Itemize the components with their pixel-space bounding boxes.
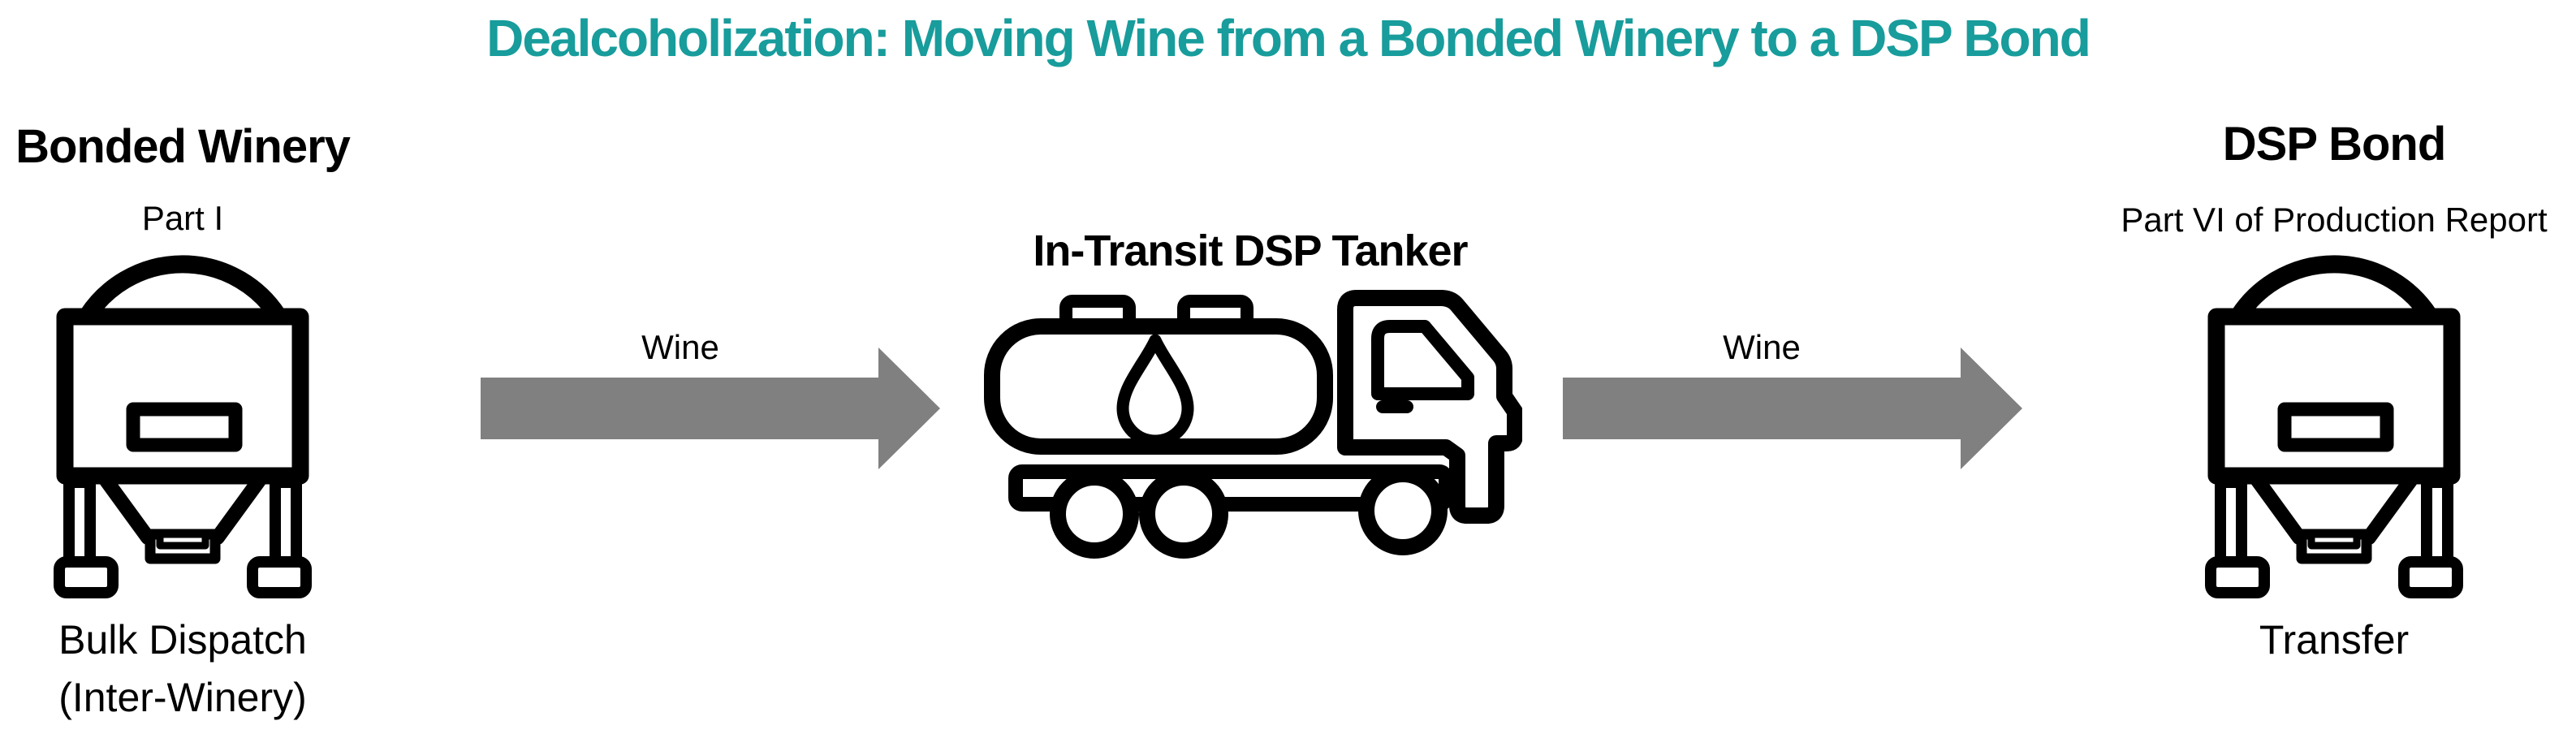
flow-2-label: Wine bbox=[1723, 328, 1801, 366]
dsp-bond-subheading: Part VI of Production Report bbox=[2121, 201, 2548, 239]
tanker-truck-icon bbox=[970, 288, 1522, 564]
flow-1-arrow-right-icon bbox=[481, 348, 940, 469]
slide-title: Dealcoholization: Moving Wine from a Bon… bbox=[486, 9, 2091, 67]
bonded-winery-subheading: Part I bbox=[141, 199, 224, 237]
flow-1-label: Wine bbox=[641, 328, 719, 366]
bonded-winery-caption-line2: (Inter-Winery) bbox=[58, 675, 307, 720]
bonded-winery-caption-line1: Bulk Dispatch bbox=[58, 617, 307, 663]
dsp-bond-heading: DSP Bond bbox=[2222, 118, 2447, 171]
wine-tank-icon bbox=[2204, 253, 2464, 598]
in-transit-heading: In-Transit DSP Tanker bbox=[1033, 227, 1468, 275]
dsp-bond-caption: Transfer bbox=[2259, 617, 2410, 663]
flow-2-arrow-right-icon bbox=[1563, 348, 2022, 469]
bonded-winery-heading: Bonded Winery bbox=[15, 120, 351, 173]
wine-tank-icon bbox=[53, 253, 313, 598]
bonded-winery-caption: Bulk Dispatch (Inter-Winery) bbox=[0, 611, 365, 727]
